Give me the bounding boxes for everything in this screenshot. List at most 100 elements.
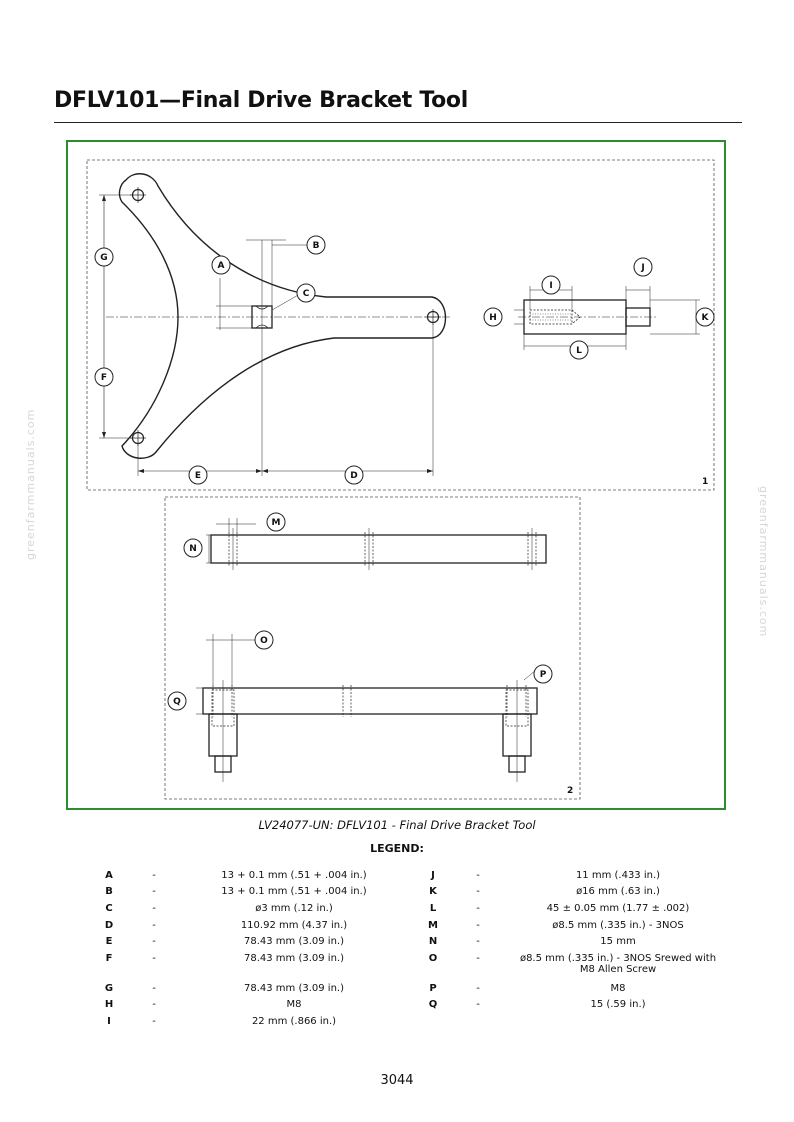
callout-g: G — [100, 253, 107, 263]
legend-row-left: H - M8 — [99, 999, 399, 1013]
page-number: 3044 — [380, 1073, 414, 1088]
legend-key: D — [104, 920, 114, 931]
title-divider — [54, 122, 742, 123]
legend-row-left: F - 78.43 mm (3.09 in.) — [99, 953, 399, 967]
legend-key: B — [105, 886, 113, 897]
legend-dash: - — [152, 870, 156, 881]
bracket-plate-outline — [118, 173, 447, 459]
legend-row-right: P - M8 — [423, 983, 723, 997]
legend-value: 78.43 mm (3.09 in.) — [243, 983, 344, 994]
legend-dash: - — [152, 983, 156, 994]
legend-value: 78.43 mm (3.09 in.) — [243, 953, 344, 964]
callout-p: P — [540, 670, 547, 680]
legend-row-left: C - ø3 mm (.12 in.) — [99, 903, 399, 917]
legend-dash: - — [476, 936, 480, 947]
legend-row-left: I - 22 mm (.866 in.) — [99, 1016, 399, 1030]
legend-dash: - — [152, 1016, 156, 1027]
callout-f: F — [101, 373, 107, 383]
legend-value: M8 — [286, 999, 302, 1010]
figure-caption: LV24077-UN: DFLV101 - Final Drive Bracke… — [258, 818, 536, 832]
legend-row-left: G - 78.43 mm (3.09 in.) — [99, 983, 399, 997]
legend-value: 13 + 0.1 mm (.51 + .004 in.) — [221, 870, 367, 881]
panel-2-number: 2 — [567, 786, 573, 796]
callout-q: Q — [173, 697, 181, 707]
legend-key: G — [104, 983, 114, 994]
legend-key: C — [105, 903, 113, 914]
legend-row-left: B - 13 + 0.1 mm (.51 + .004 in.) — [99, 886, 399, 900]
callout-m: M — [272, 518, 281, 528]
legend-row-right: K-ø16 mm (.63 in.) — [423, 886, 723, 900]
legend-dash: - — [152, 953, 156, 964]
callout-i: I — [549, 281, 552, 291]
bar-top-view — [210, 534, 547, 564]
legend-dash: - — [152, 920, 156, 931]
legend-key: F — [105, 953, 113, 964]
legend-value: M8 — [610, 983, 626, 994]
legend-key: E — [105, 936, 113, 947]
callout-b: B — [313, 241, 320, 251]
legend-key: H — [104, 999, 114, 1010]
legend-row-right: M - ø8.5 mm (.335 in.) - 3NOS — [423, 920, 723, 934]
legend-value: ø3 mm (.12 in.) — [255, 903, 333, 914]
panel-2-frame — [164, 496, 581, 800]
callout-h: H — [489, 313, 497, 323]
legend-value: 110.92 mm (4.37 in.) — [240, 920, 348, 931]
legend-row-left: A - 13 + 0.1 mm (.51 + .004 in.) — [99, 870, 399, 884]
legend-key: N — [428, 936, 438, 947]
legend-value: ø8.5 mm (.335 in.) - 3NOS Srewed with M8… — [519, 953, 717, 975]
legend-row-right: L - 45 ± 0.05 mm (1.77 ± .002) — [423, 903, 723, 917]
legend-key: I — [107, 1016, 111, 1027]
legend-key: P — [429, 983, 437, 994]
callout-o: O — [260, 636, 268, 646]
legend-value: 15 mm — [600, 936, 636, 947]
legend-value: 11 mm (.433 in.) — [575, 870, 661, 881]
figure-frame — [66, 140, 726, 810]
legend-title: LEGEND: — [370, 842, 424, 855]
legend-dash: - — [476, 983, 480, 994]
watermark-right: greenfarmmanuals.com — [757, 486, 770, 638]
legend-value: ø16 mm (.63 in.) — [576, 886, 660, 897]
legend-dash: - — [476, 999, 480, 1010]
legend-value: ø8.5 mm (.335 in.) - 3NOS — [552, 920, 684, 931]
legend-value: 45 ± 0.05 mm (1.77 ± .002) — [546, 903, 690, 914]
legend-row-right: Q - 15 (.59 in.) — [423, 999, 723, 1013]
legend-value: 78.43 mm (3.09 in.) — [243, 936, 344, 947]
legend-dash: - — [476, 886, 480, 897]
legend-row-right: N - 15 mm — [423, 936, 723, 950]
legend-dash: - — [476, 920, 480, 931]
legend-dash: - — [152, 886, 156, 897]
legend-dash: - — [476, 903, 480, 914]
legend-row-left: E - 78.43 mm (3.09 in.) — [99, 936, 399, 950]
legend-key: L — [429, 903, 437, 914]
callout-d: D — [350, 471, 357, 481]
legend-value: 15 (.59 in.) — [590, 999, 646, 1010]
watermark-left: greenfarmmanuals.com — [24, 408, 37, 560]
legend-dash: - — [476, 953, 480, 964]
panel-1-frame — [86, 159, 715, 491]
legend-dash: - — [152, 903, 156, 914]
legend-key: J — [431, 870, 435, 881]
callout-n: N — [189, 544, 197, 554]
bar-side-view — [202, 687, 538, 715]
callout-c: C — [303, 289, 310, 299]
legend-key: Q — [428, 999, 438, 1010]
callout-e: E — [195, 471, 201, 481]
callout-l: L — [576, 346, 582, 356]
legend-dash: - — [152, 936, 156, 947]
legend-row-right: O - ø8.5 mm (.335 in.) - 3NOS Srewed with … — [423, 953, 723, 975]
callout-j: J — [640, 263, 644, 273]
legend-dash: - — [152, 999, 156, 1010]
technical-drawing: G F A B C E D H I J K L M N O P Q 1 2 — [86, 159, 715, 800]
legend-key: O — [428, 953, 438, 964]
legend-key: M — [428, 920, 438, 931]
panel-1-number: 1 — [702, 477, 708, 487]
legend-key: A — [105, 870, 113, 881]
page-title: DFLV101—Final Drive Bracket Tool — [54, 88, 468, 113]
legend-row-right: J - 11 mm (.433 in.) — [423, 870, 723, 884]
legend-value: 13 + 0.1 mm (.51 + .004 in.) — [221, 886, 367, 897]
legend-value: 22 mm (.866 in.) — [251, 1016, 337, 1027]
legend-dash: - — [476, 870, 480, 881]
callout-k: K — [702, 313, 710, 323]
callout-a: A — [218, 261, 225, 271]
legend-row-left: D - 110.92 mm (4.37 in.) — [99, 920, 399, 934]
